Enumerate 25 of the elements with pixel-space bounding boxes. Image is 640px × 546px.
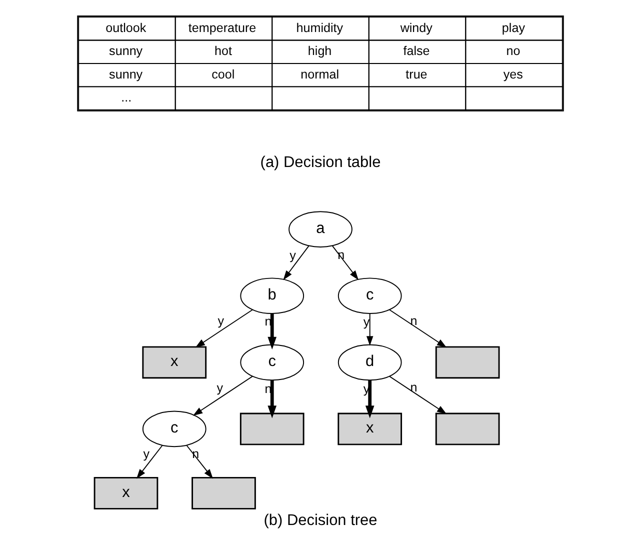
label: outlook bbox=[105, 20, 146, 35]
edge-label: y bbox=[289, 248, 296, 262]
edge-label: y bbox=[362, 314, 370, 329]
label: cool bbox=[211, 67, 234, 82]
label: true bbox=[405, 67, 427, 82]
label: play bbox=[501, 20, 524, 35]
label: false bbox=[402, 44, 430, 58]
label: sunny bbox=[108, 44, 142, 58]
caption: (b) Decision tree bbox=[263, 512, 377, 529]
edge-label: y bbox=[142, 447, 150, 462]
edge-label: n bbox=[410, 380, 417, 394]
label: normal bbox=[300, 67, 339, 82]
label: high bbox=[307, 44, 332, 58]
edge-label: y bbox=[216, 381, 223, 396]
label: humidity bbox=[296, 20, 343, 35]
label: yes bbox=[502, 67, 522, 82]
label: sunny bbox=[108, 67, 142, 82]
edge-label: n bbox=[410, 314, 417, 328]
label: temperature bbox=[188, 20, 256, 35]
label: ... bbox=[120, 90, 132, 105]
label: windy bbox=[400, 20, 432, 35]
edge-label: y bbox=[217, 314, 224, 328]
label: hot bbox=[214, 44, 232, 58]
label: no bbox=[506, 44, 520, 58]
label: (a) Decision table bbox=[260, 154, 380, 171]
